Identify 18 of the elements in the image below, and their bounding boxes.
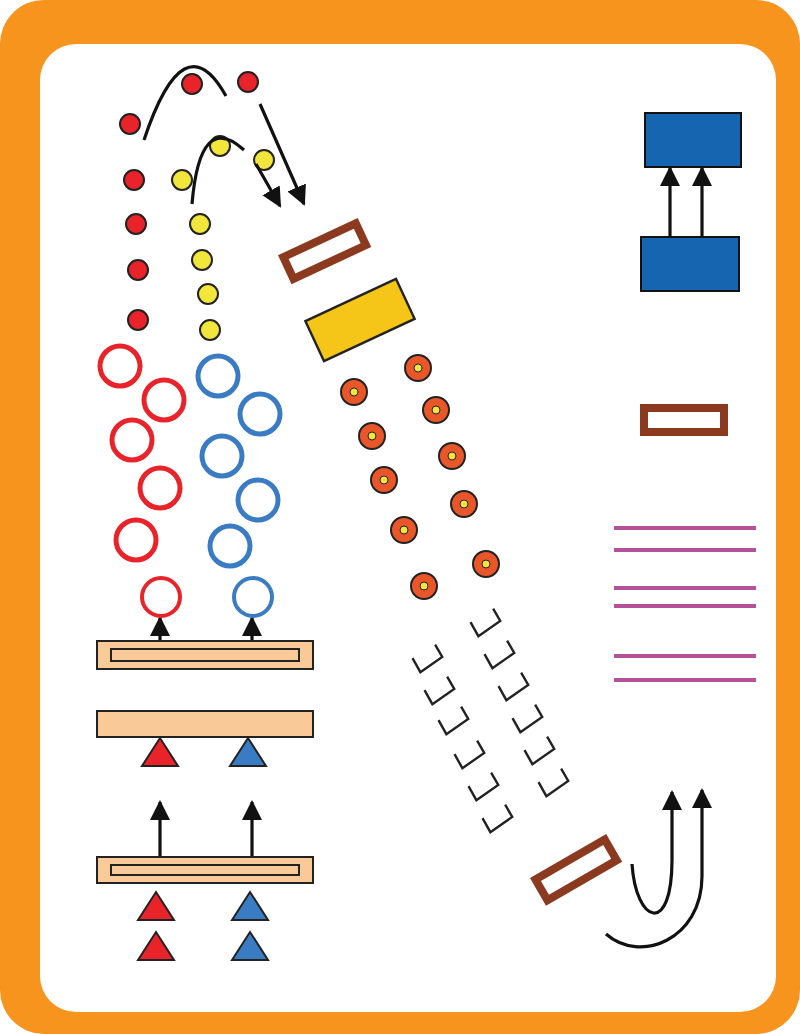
- arrow: [150, 616, 170, 640]
- ring: [140, 576, 182, 618]
- arrow: [190, 136, 282, 208]
- outlined-frame: [640, 404, 728, 436]
- arrow: [142, 65, 306, 206]
- arrow: [242, 800, 262, 856]
- arrow: [630, 790, 682, 915]
- arrow: [242, 616, 262, 640]
- filled-block: [644, 112, 742, 168]
- slab-bar: [96, 710, 314, 738]
- filled-block: [640, 236, 740, 292]
- arrow: [605, 788, 712, 949]
- slab-bar: [96, 856, 314, 884]
- arrow: [660, 166, 680, 236]
- slab-bar: [96, 640, 314, 670]
- arrow: [150, 800, 170, 856]
- ring: [232, 576, 274, 618]
- arrow: [692, 166, 712, 236]
